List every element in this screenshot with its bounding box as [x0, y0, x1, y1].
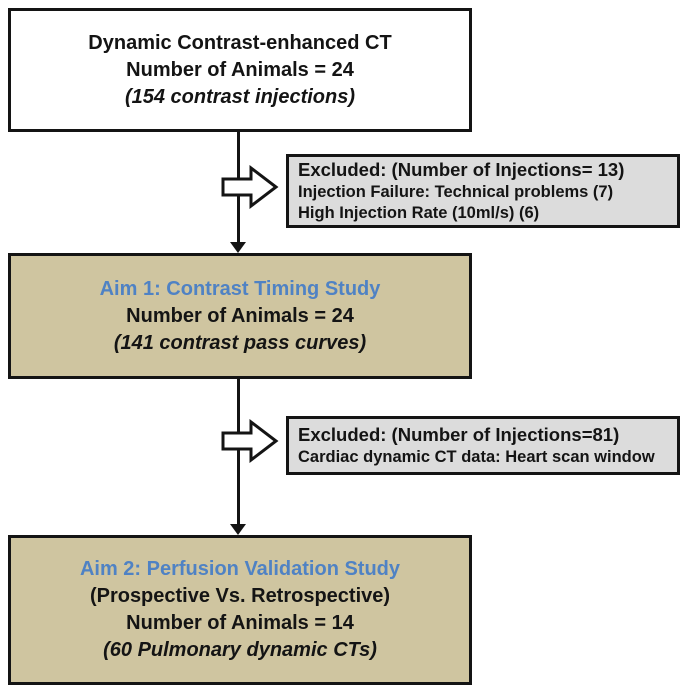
block-arrow-right-icon	[221, 419, 279, 463]
excluded2-heading: Excluded: (Number of Injections=81)	[298, 424, 620, 445]
block-arrow-right-icon	[221, 165, 279, 209]
excluded1-reason-1: Injection Failure: Technical problems (7…	[298, 183, 614, 201]
box-aim2: Aim 2: Perfusion Validation Study (Prosp…	[8, 535, 472, 685]
dce-ct-animals: Number of Animals = 24	[126, 58, 354, 81]
aim1-heading: Aim 1: Contrast Timing Study	[99, 277, 381, 300]
box-excluded-2: Excluded: (Number of Injections=81) Card…	[286, 416, 680, 475]
down-arrow-icon	[230, 524, 246, 535]
box-dynamic-contrast-ct: Dynamic Contrast-enhanced CT Number of A…	[8, 8, 472, 132]
excluded1-reason-2: High Injection Rate (10ml/s) (6)	[298, 204, 540, 222]
aim2-animals: Number of Animals = 14	[126, 612, 354, 634]
aim1-curves: (141 contrast pass curves)	[113, 331, 367, 354]
aim2-cts: (60 Pulmonary dynamic CTs)	[103, 639, 377, 661]
dce-ct-injections: (154 contrast injections)	[124, 85, 356, 108]
dce-ct-title: Dynamic Contrast-enhanced CT	[88, 31, 392, 54]
box-aim1: Aim 1: Contrast Timing Study Number of A…	[8, 253, 472, 379]
aim2-heading: Aim 2: Perfusion Validation Study	[79, 558, 401, 580]
excluded2-reason-1: Cardiac dynamic CT data: Heart scan wind…	[298, 448, 655, 466]
box-excluded-1: Excluded: (Number of Injections= 13) Inj…	[286, 154, 680, 228]
excluded1-heading: Excluded: (Number of Injections= 13)	[298, 159, 625, 180]
aim2-design: (Prospective Vs. Retrospective)	[89, 585, 391, 607]
connector-line-aim1-to-aim2	[237, 379, 240, 525]
down-arrow-icon	[230, 242, 246, 253]
aim1-animals: Number of Animals = 24	[126, 304, 354, 327]
